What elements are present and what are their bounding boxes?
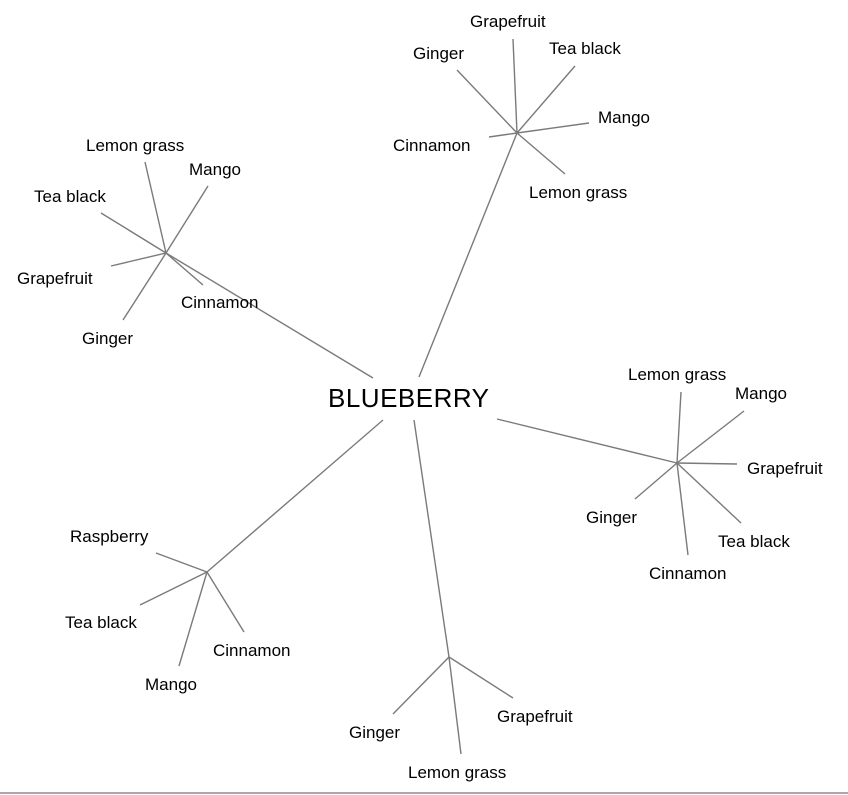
leaf-label: Cinnamon: [181, 293, 259, 312]
edge-top-cinnamon: [488, 132, 518, 138]
edge-top-grapefruit: [512, 38, 518, 134]
edge-right-grapefruit: [676, 462, 738, 465]
leaf-label: Tea black: [34, 187, 106, 206]
leaf-label: Ginger: [349, 723, 401, 742]
leaf-label: Cinnamon: [393, 136, 471, 155]
leaf-label: Grapefruit: [747, 459, 823, 478]
leaf-label: Tea black: [65, 613, 137, 632]
leaf-label: Lemon grass: [408, 763, 507, 782]
leaf-label: Ginger: [586, 508, 638, 527]
edge-right-tea-black: [676, 462, 742, 524]
leaf-label: Raspberry: [70, 527, 149, 546]
edge-bottom-lemon-grass: [448, 656, 462, 755]
edge-ll-mango: [178, 571, 208, 667]
leaf-label: Mango: [145, 675, 197, 694]
edge-right-lemon-grass: [676, 391, 682, 464]
edge-ll-tea-black: [139, 571, 208, 606]
leaf-label: Mango: [735, 384, 787, 403]
leaf-label: Ginger: [413, 44, 465, 63]
edge-top-ginger: [456, 69, 518, 134]
edge-right-cinnamon: [676, 462, 689, 556]
edge-root-top: [418, 132, 518, 378]
leaf-label: Lemon grass: [86, 136, 185, 155]
leaf-label: Cinnamon: [213, 641, 291, 660]
edge-ll-cinnamon: [206, 571, 245, 633]
leaf-label: Ginger: [82, 329, 134, 348]
leaf-label: Tea black: [718, 532, 790, 551]
leaf-label: Cinnamon: [649, 564, 727, 583]
edge-ll-raspberry: [155, 552, 208, 573]
leaf-label: Lemon grass: [529, 183, 628, 202]
leaf-label: Mango: [189, 160, 241, 179]
leaf-label: Mango: [598, 108, 650, 127]
edge-right-ginger: [634, 462, 678, 500]
leaf-label: Tea black: [549, 39, 621, 58]
edge-top-tea-black: [516, 65, 576, 134]
leaf-label: Lemon grass: [628, 365, 727, 384]
edge-root-bottom: [413, 419, 450, 658]
edge-right-mango: [676, 410, 745, 464]
bottom-divider: [0, 792, 848, 794]
edge-bottom-grapefruit: [448, 656, 514, 699]
leaf-label: Grapefruit: [470, 12, 546, 31]
edge-ul-tea-black: [100, 212, 167, 254]
root-node-label: BLUEBERRY: [328, 383, 490, 413]
edge-top-lemon-grass: [516, 132, 566, 175]
edge-ul-grapefruit: [110, 252, 167, 267]
edge-ul-mango: [165, 185, 209, 254]
edge-root-lower-left: [206, 419, 384, 573]
leaf-label: Grapefruit: [497, 707, 573, 726]
edge-bottom-ginger: [392, 656, 450, 715]
edge-ul-cinnamon: [165, 252, 204, 286]
leaf-label: Grapefruit: [17, 269, 93, 288]
edge-ul-lemon-grass: [144, 161, 167, 254]
edge-top-mango: [516, 122, 590, 134]
edge-root-upper-left: [165, 252, 374, 379]
edge-root-right: [496, 418, 678, 464]
edge-ul-ginger: [122, 252, 167, 321]
